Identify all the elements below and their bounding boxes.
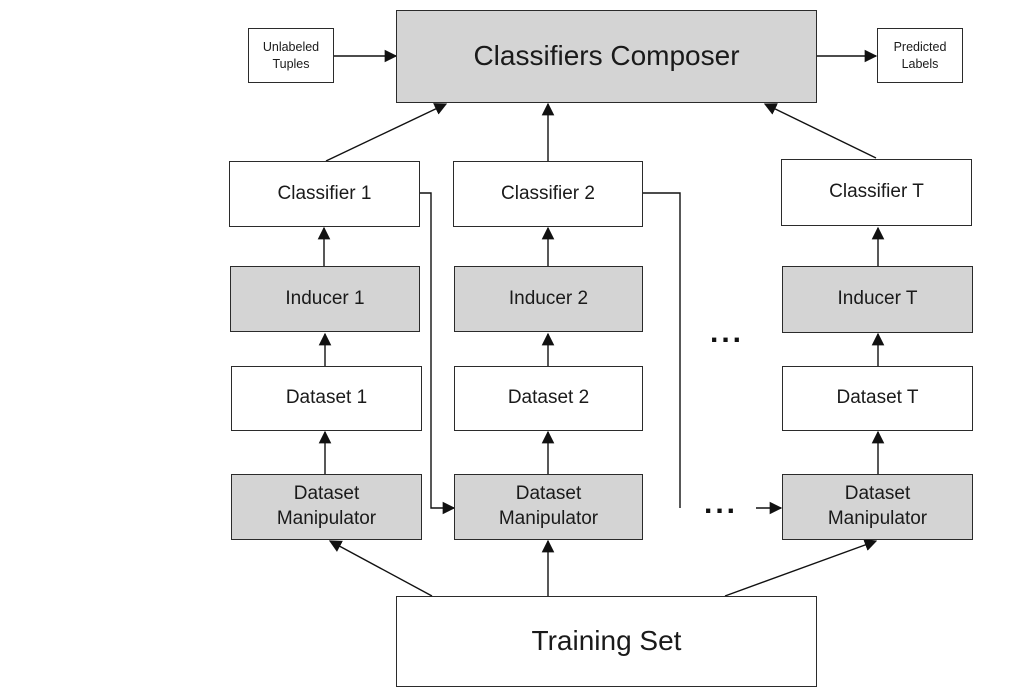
classifiers-composer-box: Classifiers Composer [396,10,817,103]
dataset-manipulator-t-box: Dataset Manipulator [782,474,973,540]
predicted-labels-box: Predicted Labels [877,28,963,83]
ellipsis-middle: ... [710,316,745,349]
edge-classifierT-to-composer [763,103,877,159]
inducer-1-label: Inducer 1 [285,287,365,309]
classifier-2-label: Classifier 2 [501,182,595,204]
edge-classifier2-continuation [643,192,681,508]
inducer-t-label: Inducer T [837,288,918,310]
ellipsis-bottom: ... [704,487,739,520]
edge-classifier1-to-composer [325,103,448,162]
training-set-box: Training Set [396,596,817,687]
dataset-manipulator-2-label: Dataset Manipulator [498,483,599,529]
dataset-2-box: Dataset 2 [454,366,643,431]
inducer-t-box: Inducer T [782,266,973,333]
dataset-2-label: Dataset 2 [507,387,590,409]
unlabeled-tuples-label: Unlabeled Tuples [262,40,320,71]
inducer-1-box: Inducer 1 [230,266,420,332]
dataset-manipulator-t-label: Dataset Manipulator [827,483,928,529]
inducer-2-label: Inducer 2 [508,287,589,309]
unlabeled-tuples-box: Unlabeled Tuples [248,28,334,83]
dataset-t-box: Dataset T [782,366,973,431]
predicted-labels-label: Predicted Labels [893,40,947,71]
dataset-manipulator-1-label: Dataset Manipulator [276,483,377,529]
classifier-2-box: Classifier 2 [453,161,643,227]
dataset-manipulator-1-box: Dataset Manipulator [231,474,422,540]
dataset-manipulator-2-box: Dataset Manipulator [454,474,643,540]
dataset-1-label: Dataset 1 [285,387,368,409]
classifier-1-box: Classifier 1 [229,161,420,227]
dataset-1-box: Dataset 1 [231,366,422,431]
classifier-t-box: Classifier T [781,159,972,226]
classifiers-composer-label: Classifiers Composer [473,40,740,72]
classifier-1-label: Classifier 1 [277,182,372,204]
classifier-t-label: Classifier T [829,181,924,203]
inducer-2-box: Inducer 2 [454,266,643,332]
edge-classifier1-to-manipulator2 [420,192,456,515]
dataset-t-label: Dataset T [836,387,919,409]
edge-training-to-manipulatorT [724,538,878,597]
edge-training-to-manipulator1 [328,540,433,597]
training-set-label: Training Set [531,625,682,657]
